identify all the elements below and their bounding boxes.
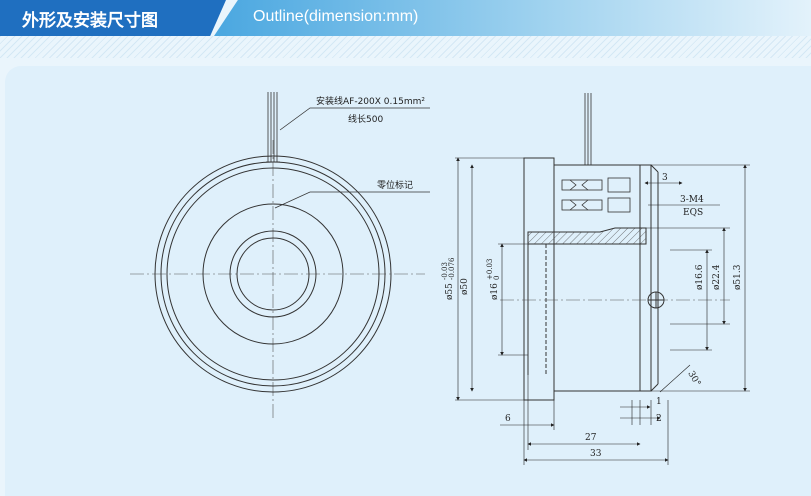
header-bar: 外形及安装尺寸图 Outline(dimension:mm) [0, 0, 811, 36]
dim-6: 6 [505, 414, 511, 424]
zero-mark-label: 零位标记 [377, 179, 413, 191]
title-chinese: 外形及安装尺寸图 [22, 11, 158, 31]
thread-label-bottom: EQS [683, 208, 703, 218]
drawing-panel [5, 66, 811, 496]
center-lines [130, 140, 425, 420]
outer-circle [154, 155, 392, 393]
wire-length-label: 线长500 [348, 113, 383, 125]
dimension-lines [455, 157, 750, 465]
dia-16-tol: +0.03 [486, 259, 494, 280]
dim-1: 1 [656, 397, 662, 407]
terminal-blocks [561, 177, 631, 213]
dim-3: 3 [662, 173, 668, 183]
dia-16-6: ø16.6 [695, 264, 705, 290]
angle-30: 30° [685, 370, 702, 389]
dim-27: 27 [585, 433, 597, 443]
dia-51-3: ø51.3 [733, 264, 743, 290]
side-lead-wires [584, 93, 592, 165]
dia-55-tol-top: -0.03 [441, 262, 449, 280]
front-view [130, 92, 430, 420]
dia-50: ø50 [460, 278, 470, 295]
dim-33: 33 [590, 449, 602, 459]
header-title-block [0, 0, 226, 36]
thread-label-top: 3-M4 [680, 195, 704, 205]
dia-55-tol: -0.076 [448, 257, 456, 280]
dia-22-4: ø22.4 [712, 264, 722, 290]
side-view [500, 93, 730, 401]
dim-2: 2 [656, 414, 662, 424]
dia-16-tol-bot: 0 [493, 276, 501, 280]
lead-wires [266, 92, 280, 163]
dia-55: ø55 [445, 283, 455, 300]
dia-16: ø16 [490, 283, 500, 300]
decorative-stripe [0, 36, 811, 58]
title-english: Outline(dimension:mm) [253, 8, 419, 25]
header-subtitle-block [214, 0, 811, 36]
hub-section [527, 227, 647, 245]
wire-label: 安装线AF-200X 0.15mm² [316, 95, 425, 107]
